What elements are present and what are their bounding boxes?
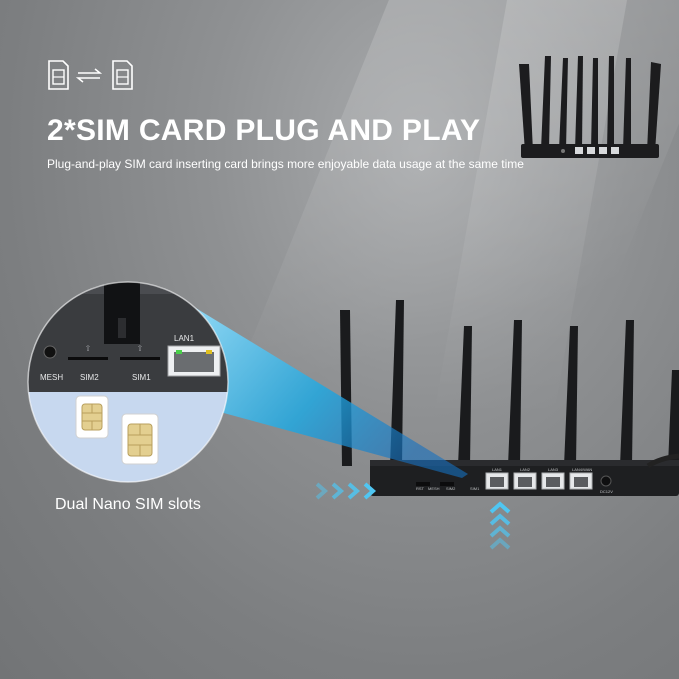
- sim-card-icon: [121, 413, 159, 465]
- sim-card-icon: [112, 60, 133, 90]
- panel-label-dc: DC12V: [600, 489, 613, 494]
- panel-label-mesh: MESH: [428, 486, 440, 491]
- callout-caption: Dual Nano SIM slots: [55, 496, 201, 513]
- chevron-up-icon: [489, 501, 511, 550]
- swap-arrows-icon: [75, 68, 103, 83]
- zoom-cone: [176, 296, 468, 478]
- lan-ports: [485, 472, 593, 490]
- panel-label-lan3: LAN3: [548, 467, 559, 472]
- panel-label-rst: RST: [416, 486, 425, 491]
- svg-text:⇧: ⇧: [137, 344, 144, 353]
- sim-card-icon: [48, 60, 69, 90]
- chevron-right-icon: [315, 482, 377, 500]
- svg-text:⇧: ⇧: [85, 344, 92, 353]
- panel-label-lan4: LAN4/WAN: [572, 467, 592, 472]
- panel-label-sim1: SIM1: [470, 486, 480, 491]
- callout-label-mesh: MESH: [40, 373, 63, 382]
- page-title: 2*SIM CARD PLUG AND PLAY: [47, 114, 481, 147]
- sim-swap-icon-group: [48, 60, 133, 90]
- callout-label-sim1: SIM1: [132, 373, 151, 382]
- router-thumbnail: [519, 56, 661, 158]
- sim-card-icon: [75, 395, 109, 439]
- callout-label-sim2: SIM2: [80, 373, 99, 382]
- panel-label-lan2: LAN2: [520, 467, 531, 472]
- dc-power-jack: [600, 475, 612, 487]
- callout-label-lan1: LAN1: [174, 334, 195, 343]
- panel-label-sim2: SIM2: [446, 486, 456, 491]
- panel-label-lan1: LAN1: [492, 467, 503, 472]
- page-subtitle: Plug-and-play SIM card inserting card br…: [47, 157, 524, 171]
